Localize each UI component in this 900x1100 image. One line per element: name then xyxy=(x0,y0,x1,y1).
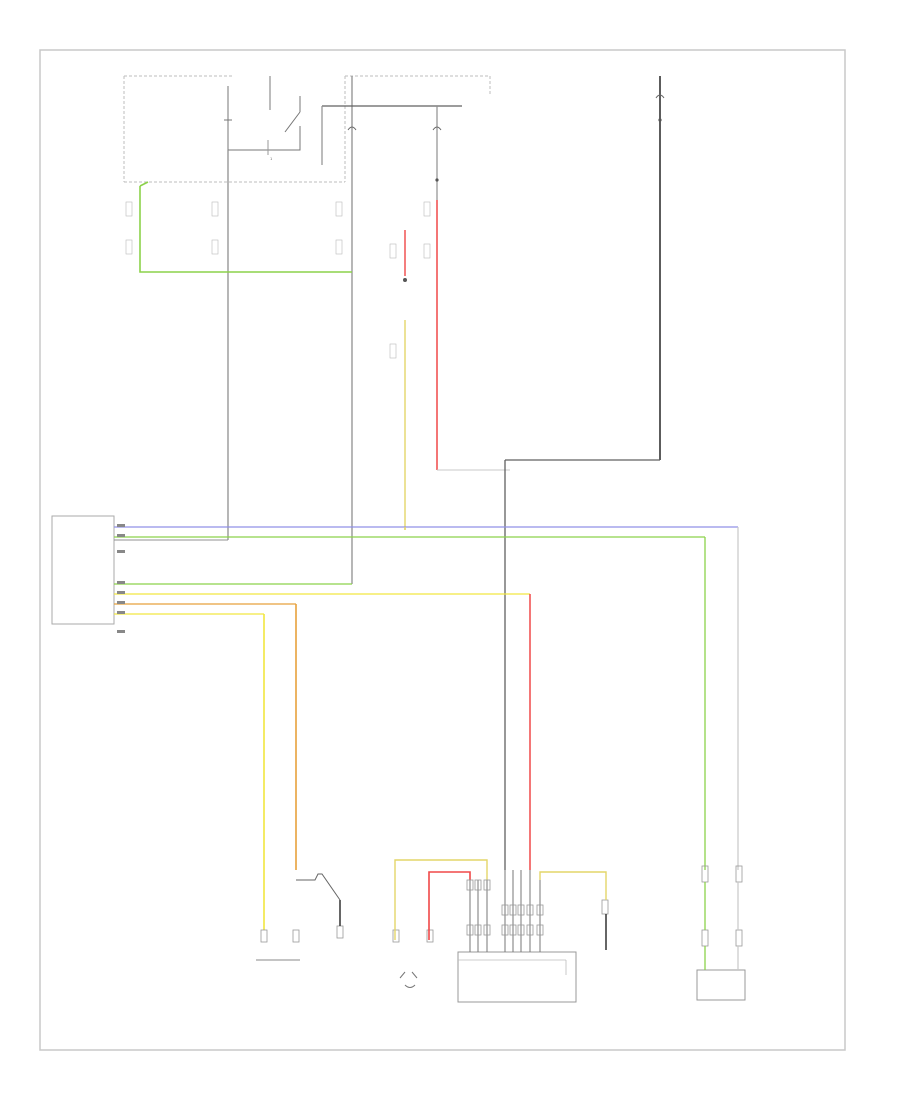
engine-coolant-level xyxy=(403,278,407,282)
svg-text:1: 1 xyxy=(270,157,272,161)
ecm-harness xyxy=(114,526,739,930)
diagram-frame xyxy=(39,49,846,1051)
relay-box: 1 xyxy=(123,75,491,183)
ecm-pins xyxy=(117,524,125,633)
radiator-outlet-temperature-sensor xyxy=(696,882,746,1001)
engine-control-module xyxy=(51,515,115,625)
fuse-symbols xyxy=(347,94,665,182)
coolant-pump xyxy=(399,971,418,988)
connector-labels-top xyxy=(125,201,431,359)
coolant-fan-control-module xyxy=(457,870,577,1003)
bottom-connectors xyxy=(260,865,743,947)
coolant-pump-wires xyxy=(296,859,607,950)
feed-wires xyxy=(139,76,661,870)
